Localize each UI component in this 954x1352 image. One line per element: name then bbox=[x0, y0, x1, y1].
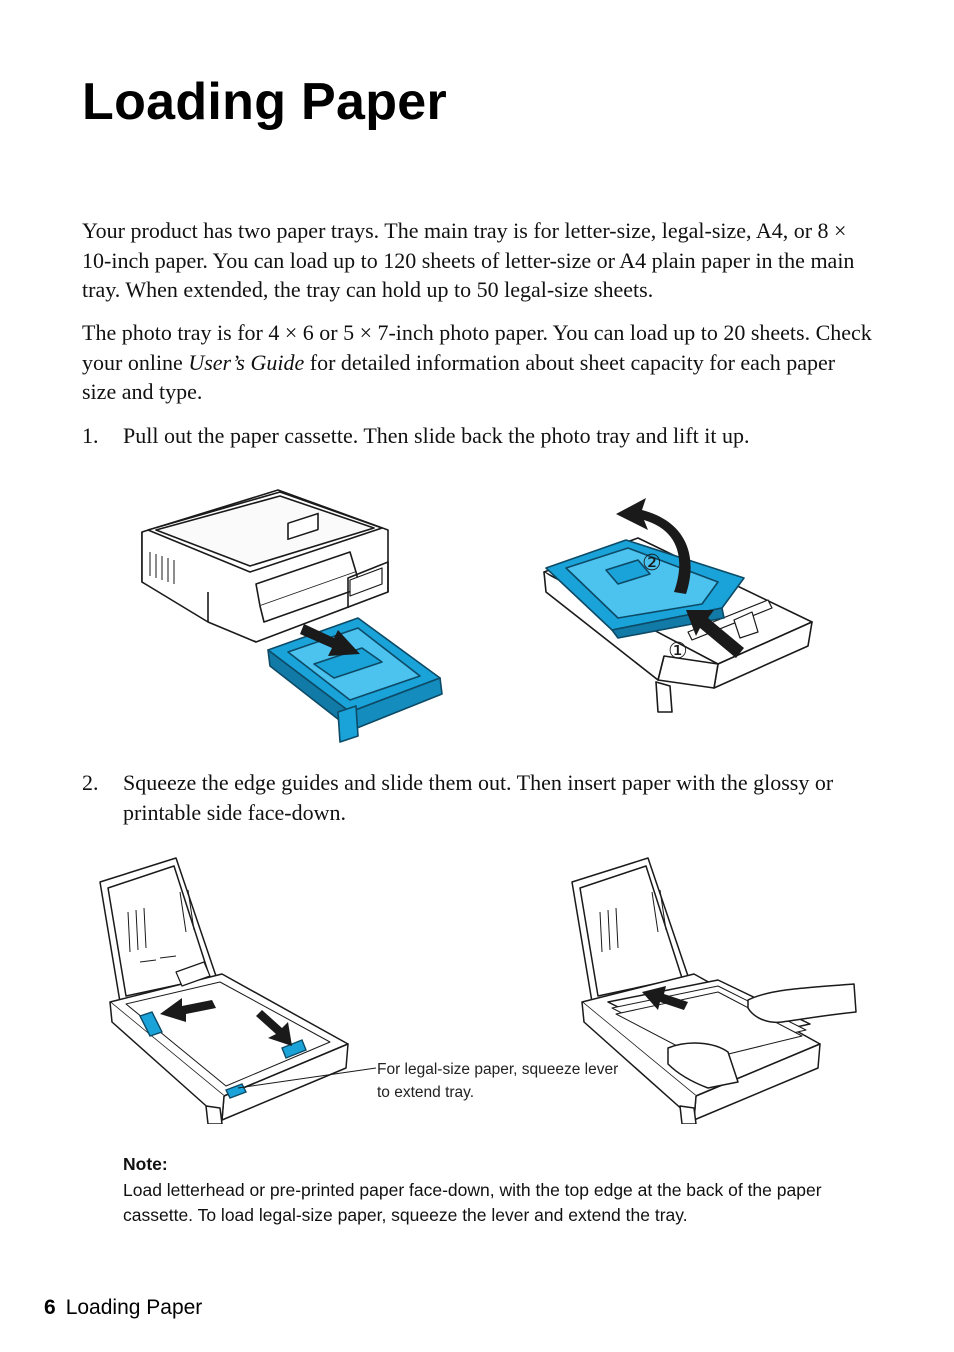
legal-size-caption: For legal-size paper, squeeze lever to e… bbox=[377, 1061, 619, 1101]
users-guide-reference: User’s Guide bbox=[188, 349, 305, 375]
page-number: 6 bbox=[44, 1296, 56, 1319]
photo-tray-lift-illustration: ② ① bbox=[543, 498, 813, 713]
printer-cassette-illustration bbox=[141, 489, 443, 743]
footer-section-title: Loading Paper bbox=[65, 1296, 203, 1319]
callout-2-icon: ② bbox=[642, 551, 662, 576]
step-1: 1. Pull out the paper cassette. Then sli… bbox=[82, 421, 872, 451]
step-text: Squeeze the edge guides and slide them o… bbox=[123, 770, 834, 825]
step-number: 2. bbox=[82, 770, 99, 795]
note-body: Load letterhead or pre-printed paper fac… bbox=[123, 1180, 822, 1225]
callout-1-icon: ① bbox=[668, 639, 688, 664]
note-heading: Note: bbox=[123, 1154, 168, 1174]
step-number: 1. bbox=[82, 423, 99, 448]
page-footer: 6 Loading Paper bbox=[44, 1296, 202, 1320]
step-text: Pull out the paper cassette. Then slide … bbox=[123, 423, 750, 448]
edge-guides-illustration bbox=[99, 857, 377, 1124]
intro-text-end: for detailed information about sheet cap… bbox=[82, 349, 836, 405]
intro-paragraph-trays: Your product has two paper trays. The ma… bbox=[82, 218, 855, 302]
page-title: Loading Paper bbox=[82, 73, 448, 131]
intro-text-start: The photo tray is for 4 × 6 or 5 × 7-inc… bbox=[82, 320, 872, 375]
step-2: 2. Squeeze the edge guides and slide the… bbox=[82, 768, 872, 827]
intro-paragraph-photo-tray: The photo tray is for 4 × 6 or 5 × 7-inc… bbox=[82, 318, 872, 407]
insert-paper-illustration bbox=[571, 857, 857, 1124]
